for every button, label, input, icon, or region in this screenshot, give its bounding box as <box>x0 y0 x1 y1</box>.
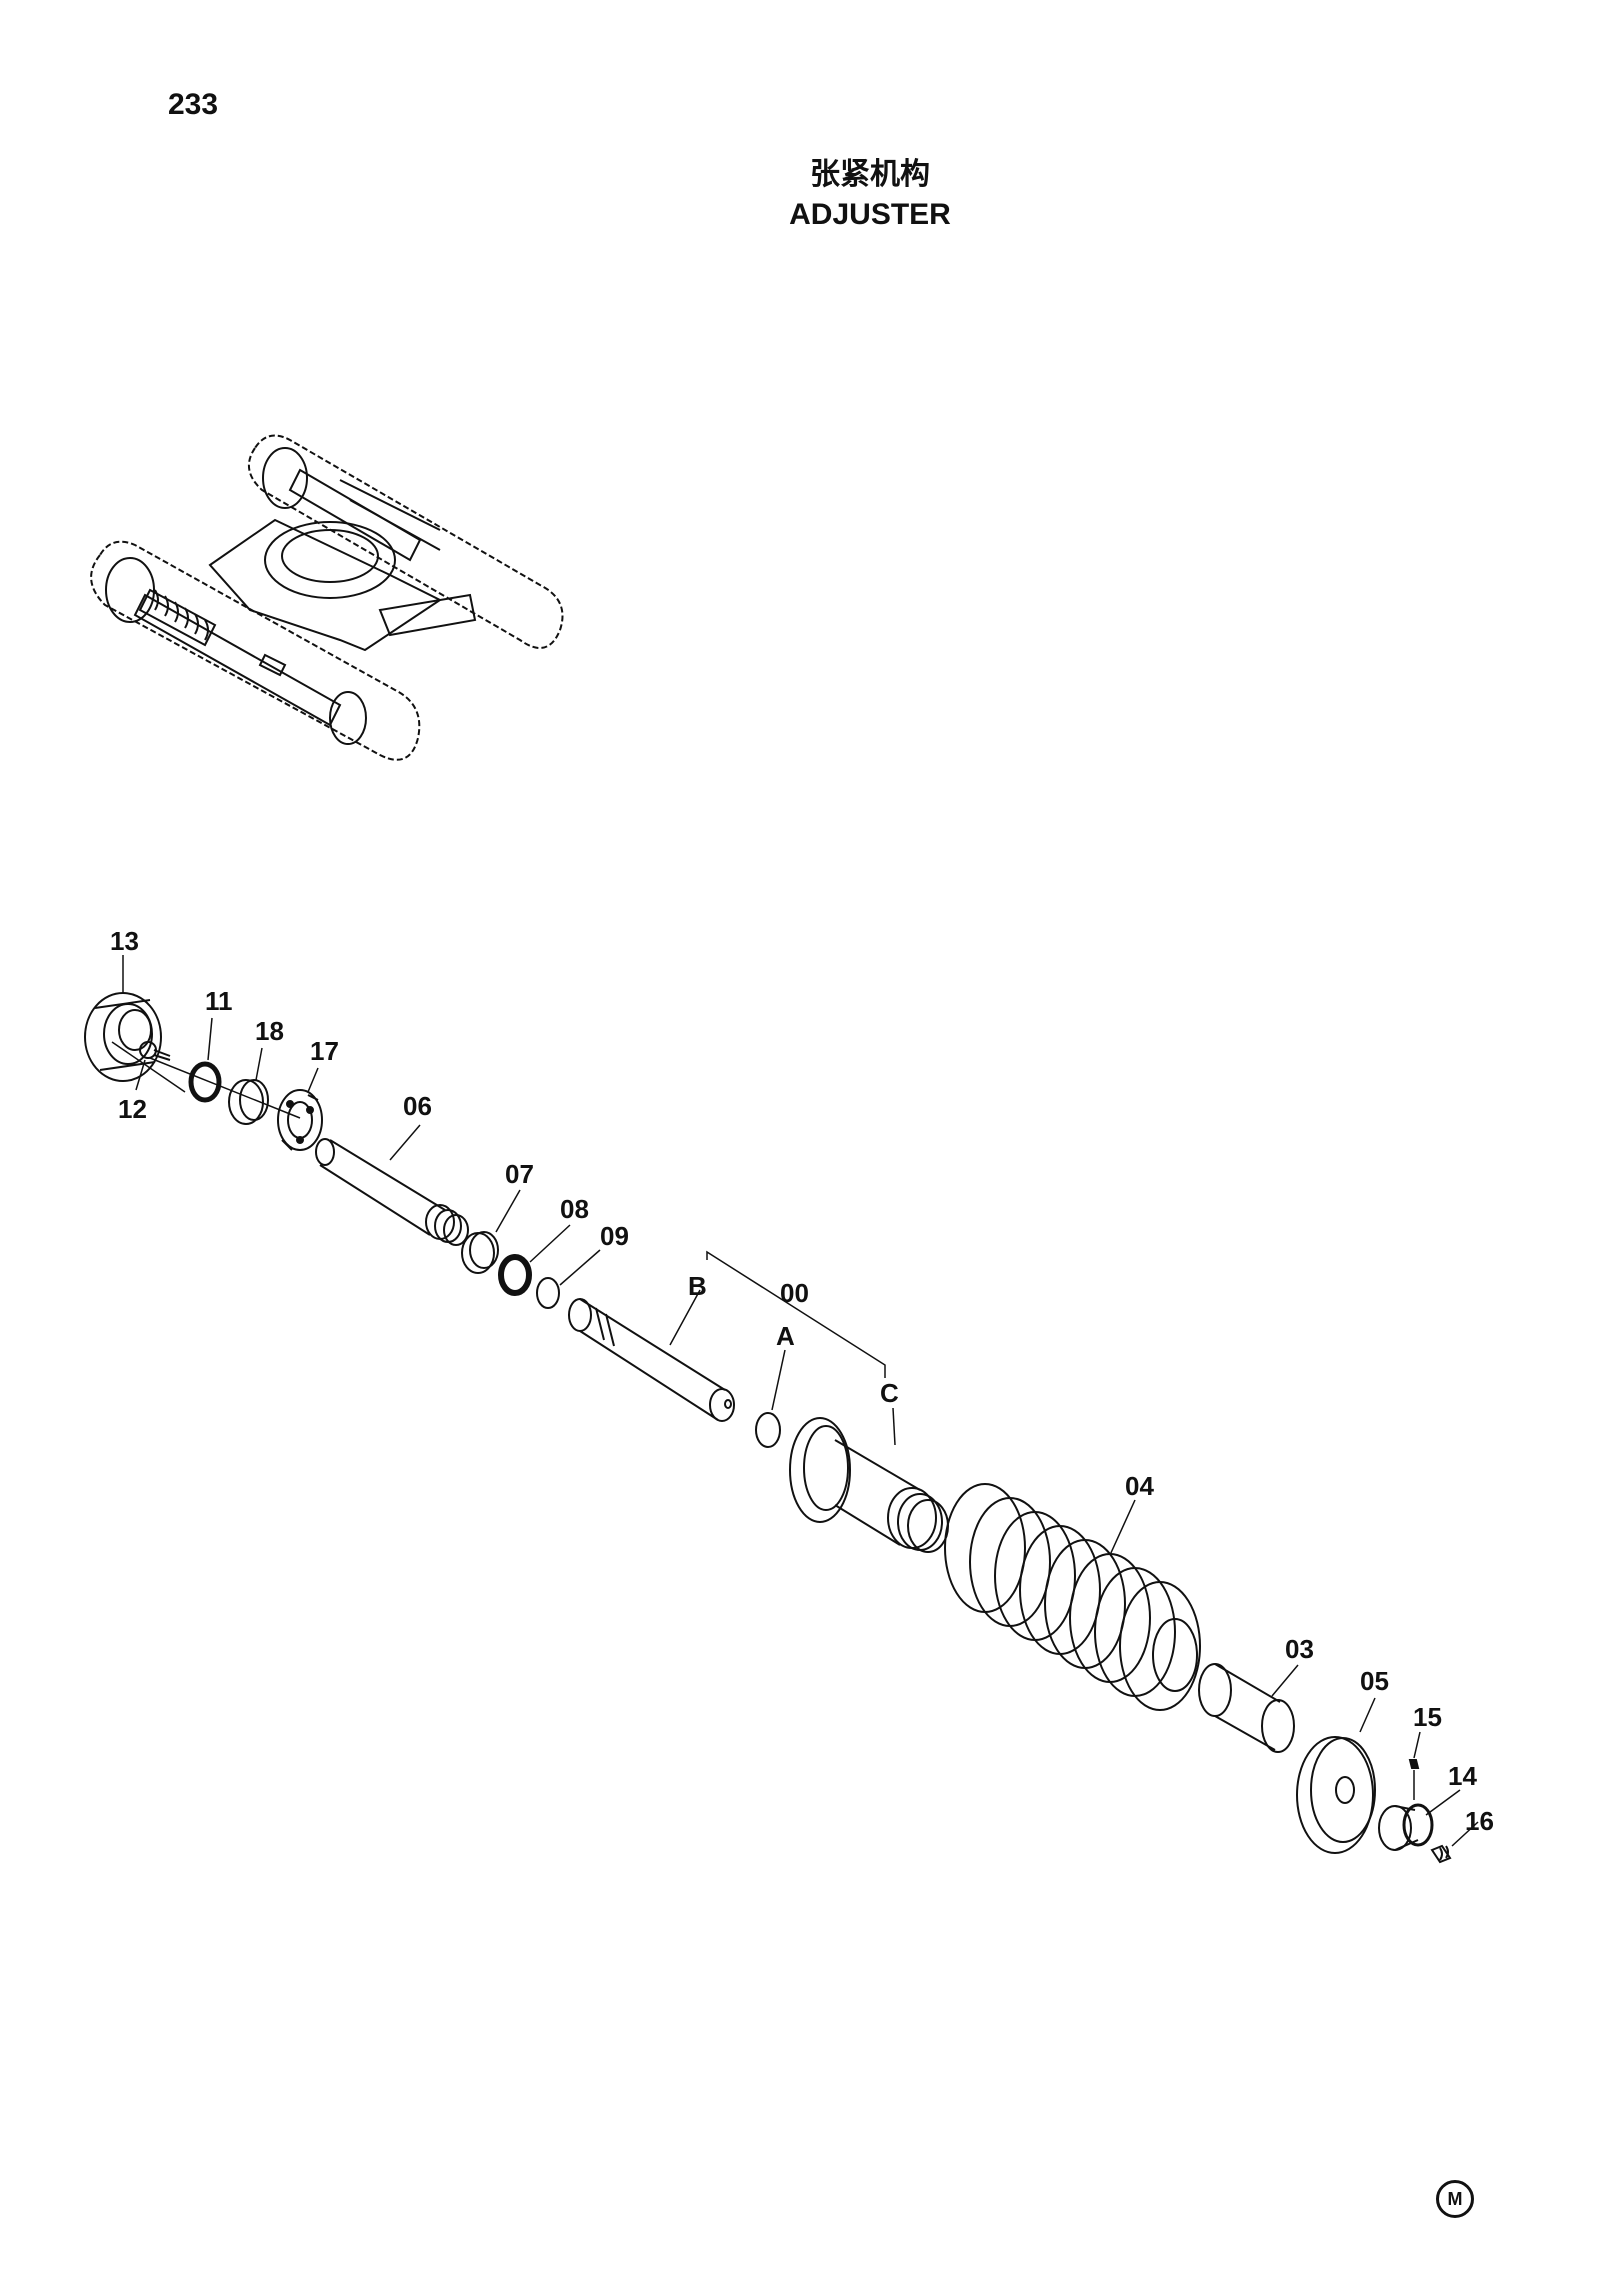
callout-12: 12 <box>118 1094 147 1124</box>
page-number: 233 <box>168 88 219 121</box>
callout-05: 05 <box>1360 1666 1389 1696</box>
swing-bearing-center <box>208 518 477 652</box>
title-block: 张紧机构 ADJUSTER <box>700 155 1040 235</box>
part-03-sleeve <box>1198 1663 1299 1753</box>
callout-16: 16 <box>1465 1806 1494 1836</box>
part-09-ring <box>536 1249 601 1309</box>
part-B-rod <box>568 1289 735 1422</box>
page-title: ADJUSTER <box>789 198 951 231</box>
part-15-fitting <box>1408 1731 1421 1800</box>
manufacturer-mark-icon: M <box>1436 2180 1474 2218</box>
callout-11: 11 <box>205 986 233 1016</box>
callout-09: 09 <box>600 1221 629 1251</box>
callout-08: 08 <box>560 1194 589 1224</box>
callout-13: 13 <box>110 926 139 956</box>
callout-00: 00 <box>780 1278 809 1308</box>
part-13-seal-retainer <box>84 955 162 1082</box>
part-12-bolt <box>135 1041 171 1091</box>
part-11-o-ring <box>188 1017 222 1103</box>
part-C-cylinder <box>789 1407 949 1553</box>
part-07-ring <box>461 1189 521 1274</box>
callout-17: 17 <box>310 1036 339 1066</box>
callout-04: 04 <box>1125 1471 1154 1501</box>
part-06-cylinder <box>315 1124 469 1246</box>
part-14-cap <box>1378 1789 1461 1851</box>
undercarriage-illustration <box>90 434 564 761</box>
part-18-bushing <box>228 1047 269 1125</box>
part-05-washer <box>1296 1697 1376 1854</box>
part-17-cover <box>277 1067 323 1151</box>
track-frame-front <box>90 540 421 761</box>
part-16-valve <box>1430 1821 1479 1864</box>
track-frame-rear <box>247 434 564 649</box>
part-08-packing <box>498 1224 571 1296</box>
part-A-o-ring <box>755 1349 786 1448</box>
part-04-spring <box>944 1483 1201 1711</box>
callout-03: 03 <box>1285 1634 1314 1664</box>
callout-14: 14 <box>1448 1761 1477 1791</box>
page-title-chinese: 张紧机构 <box>810 157 930 192</box>
callout-A: A <box>776 1321 795 1351</box>
callout-18: 18 <box>255 1016 284 1046</box>
assembly-axis-line-mid <box>149 1057 301 1119</box>
callout-C: C <box>880 1378 899 1408</box>
assembly-axis-line-left <box>111 1041 186 1093</box>
callout-B: B <box>688 1271 707 1301</box>
group-00-bracket <box>706 1250 886 1378</box>
callout-15: 15 <box>1413 1702 1442 1732</box>
callout-06: 06 <box>403 1091 432 1121</box>
callout-07: 07 <box>505 1159 534 1189</box>
